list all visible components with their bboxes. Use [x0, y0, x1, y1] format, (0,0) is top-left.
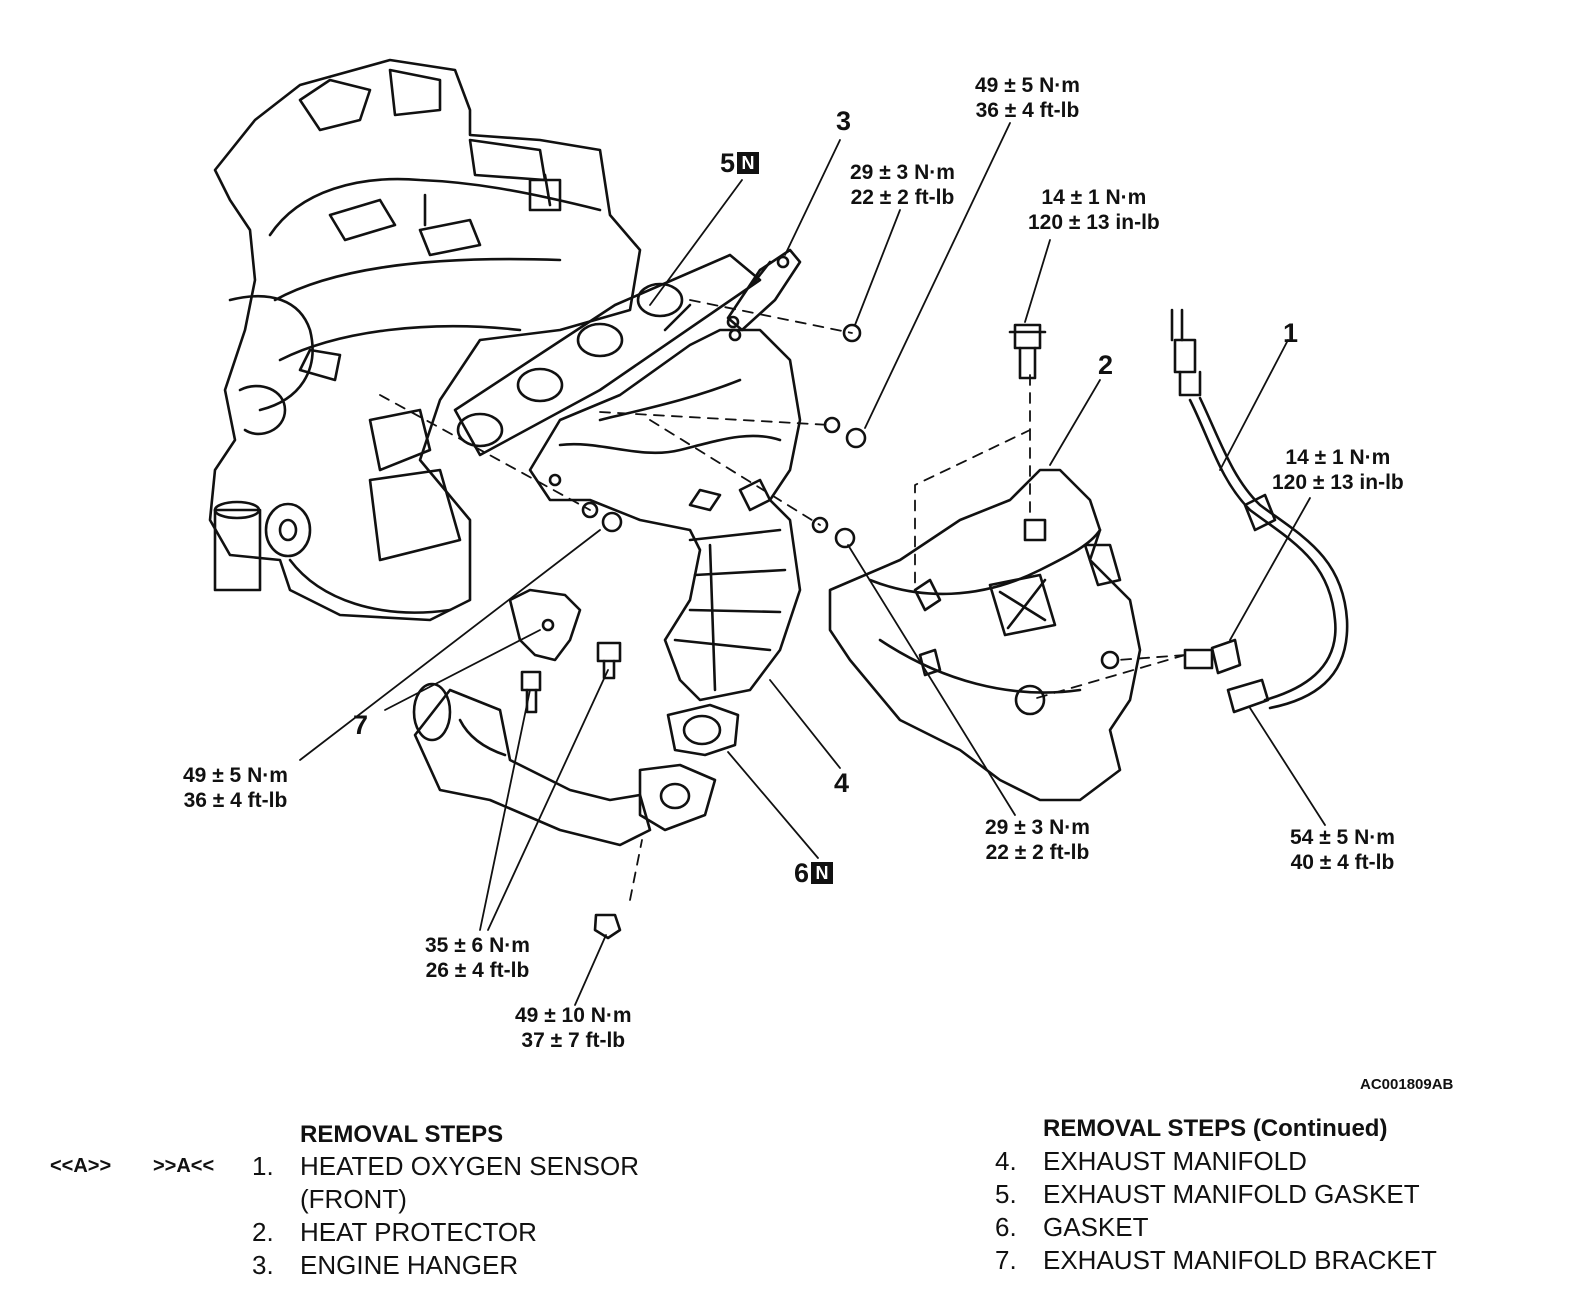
- torque-ft: 36 ± 4 ft-lb: [183, 789, 288, 812]
- torque-nm: 14 ± 1 N·m: [1041, 186, 1147, 209]
- torque-ft: 22 ± 2 ft-lb: [985, 841, 1090, 864]
- step-number: 2.: [252, 1217, 274, 1247]
- leader-lines: [299, 122, 1326, 1006]
- removal-step-1-continuation: (FRONT): [300, 1184, 407, 1214]
- callout-3: 3: [836, 106, 852, 136]
- step-number: 6.: [995, 1212, 1017, 1242]
- heat-protector-illustration: [828, 468, 1142, 802]
- torque-label-lower-nut: 29 ± 3 N·m 22 ± 2 ft-lb: [985, 815, 1090, 865]
- torque-ft: 26 ± 4 ft-lb: [425, 959, 530, 982]
- torque-label-bracket: 49 ± 5 N·m 36 ± 4 ft-lb: [183, 763, 288, 813]
- exhaust-manifold-illustration: [528, 328, 802, 702]
- torque-label-top: 49 ± 5 N·m 36 ± 4 ft-lb: [975, 73, 1080, 123]
- manifold-nuts-illustration: [581, 323, 867, 549]
- front-pipe-illustration: [412, 682, 717, 847]
- torque-label-oxygen-sensor: 54 ± 5 N·m 40 ± 4 ft-lb: [1290, 825, 1395, 875]
- torque-nm: 49 ± 10 N·m: [515, 1004, 632, 1027]
- torque-nm: 29 ± 3 N·m: [985, 816, 1090, 839]
- removal-step-1: 1. HEATED OXYGEN SENSOR: [252, 1151, 639, 1182]
- alignment-lines: [379, 299, 1186, 901]
- new-part-badge: N: [811, 862, 834, 884]
- torque-ft: 40 ± 4 ft-lb: [1290, 851, 1395, 874]
- step-number: 3.: [252, 1250, 274, 1280]
- callout-6-number: 6: [794, 858, 810, 888]
- removal-step-4: 4. EXHAUST MANIFOLD: [995, 1146, 1307, 1177]
- torque-nm: 35 ± 6 N·m: [425, 934, 530, 957]
- removal-step-5: 5. EXHAUST MANIFOLD GASKET: [995, 1179, 1420, 1210]
- torque-label-upper-nut: 29 ± 3 N·m 22 ± 2 ft-lb: [850, 160, 955, 210]
- removal-steps-continued-heading: REMOVAL STEPS (Continued): [1043, 1115, 1388, 1142]
- step-text: ENGINE HANGER: [300, 1250, 519, 1280]
- figure-code: AC001809AB: [1360, 1076, 1454, 1093]
- callout-4: 4: [834, 768, 850, 798]
- step-number: 1.: [252, 1151, 274, 1181]
- callout-5-number: 5: [720, 148, 736, 178]
- step-number: 4.: [995, 1146, 1017, 1176]
- new-part-badge: N: [737, 152, 760, 174]
- step-text: EXHAUST MANIFOLD: [1043, 1146, 1307, 1176]
- step-text: HEATED OXYGEN SENSOR: [300, 1151, 640, 1181]
- torque-nm: 49 ± 5 N·m: [183, 764, 288, 787]
- engine-block-illustration: [208, 58, 642, 622]
- torque-nm: 29 ± 3 N·m: [850, 161, 955, 184]
- step-text: EXHAUST MANIFOLD BRACKET: [1043, 1245, 1437, 1275]
- torque-ft: 36 ± 4 ft-lb: [975, 99, 1080, 122]
- heat-protector-bolt-illustration: [1008, 323, 1047, 380]
- torque-in: 120 ± 13 in-lb: [1028, 211, 1160, 234]
- torque-ft: 37 ± 7 ft-lb: [521, 1029, 626, 1052]
- procedure-ref-b: >>A<<: [153, 1155, 215, 1177]
- torque-nm: 14 ± 1 N·m: [1285, 446, 1391, 469]
- removal-step-7: 7. EXHAUST MANIFOLD BRACKET: [995, 1245, 1437, 1276]
- torque-label-pipe-bolts: 35 ± 6 N·m 26 ± 4 ft-lb: [425, 933, 530, 983]
- oxygen-sensor-illustration: [1170, 308, 1349, 714]
- removal-steps-heading: REMOVAL STEPS: [300, 1121, 504, 1148]
- exhaust-manifold-bracket-illustration: [508, 588, 582, 662]
- removal-step-3: 3. ENGINE HANGER: [252, 1250, 518, 1281]
- torque-label-heat-protector-bolt: 14 ± 1 N·m 120 ± 13 in-lb: [1028, 185, 1160, 235]
- procedure-ref-a: <<A>>: [50, 1155, 112, 1177]
- step-text: HEAT PROTECTOR: [300, 1217, 537, 1247]
- torque-nm: 54 ± 5 N·m: [1290, 826, 1395, 849]
- removal-step-6: 6. GASKET: [995, 1212, 1148, 1243]
- torque-ft: 22 ± 2 ft-lb: [850, 186, 955, 209]
- step-number: 5.: [995, 1179, 1017, 1209]
- callout-2: 2: [1098, 350, 1114, 380]
- torque-nm: 49 ± 5 N·m: [975, 74, 1080, 97]
- removal-step-2: 2. HEAT PROTECTOR: [252, 1217, 537, 1248]
- callout-7: 7: [353, 710, 369, 740]
- callout-1: 1: [1283, 318, 1299, 348]
- torque-in: 120 ± 13 in-lb: [1272, 471, 1404, 494]
- gasket-illustration: [666, 703, 740, 757]
- torque-label-sensor-clip: 14 ± 1 N·m 120 ± 13 in-lb: [1272, 445, 1404, 495]
- step-text: GASKET: [1043, 1212, 1149, 1242]
- step-number: 7.: [995, 1245, 1017, 1275]
- pipe-bolts-illustration: [520, 641, 622, 940]
- step-text: EXHAUST MANIFOLD GASKET: [1043, 1179, 1420, 1209]
- torque-label-flange-nut: 49 ± 10 N·m 37 ± 7 ft-lb: [515, 1003, 632, 1053]
- exhaust-manifold-gasket-illustration: [453, 253, 762, 457]
